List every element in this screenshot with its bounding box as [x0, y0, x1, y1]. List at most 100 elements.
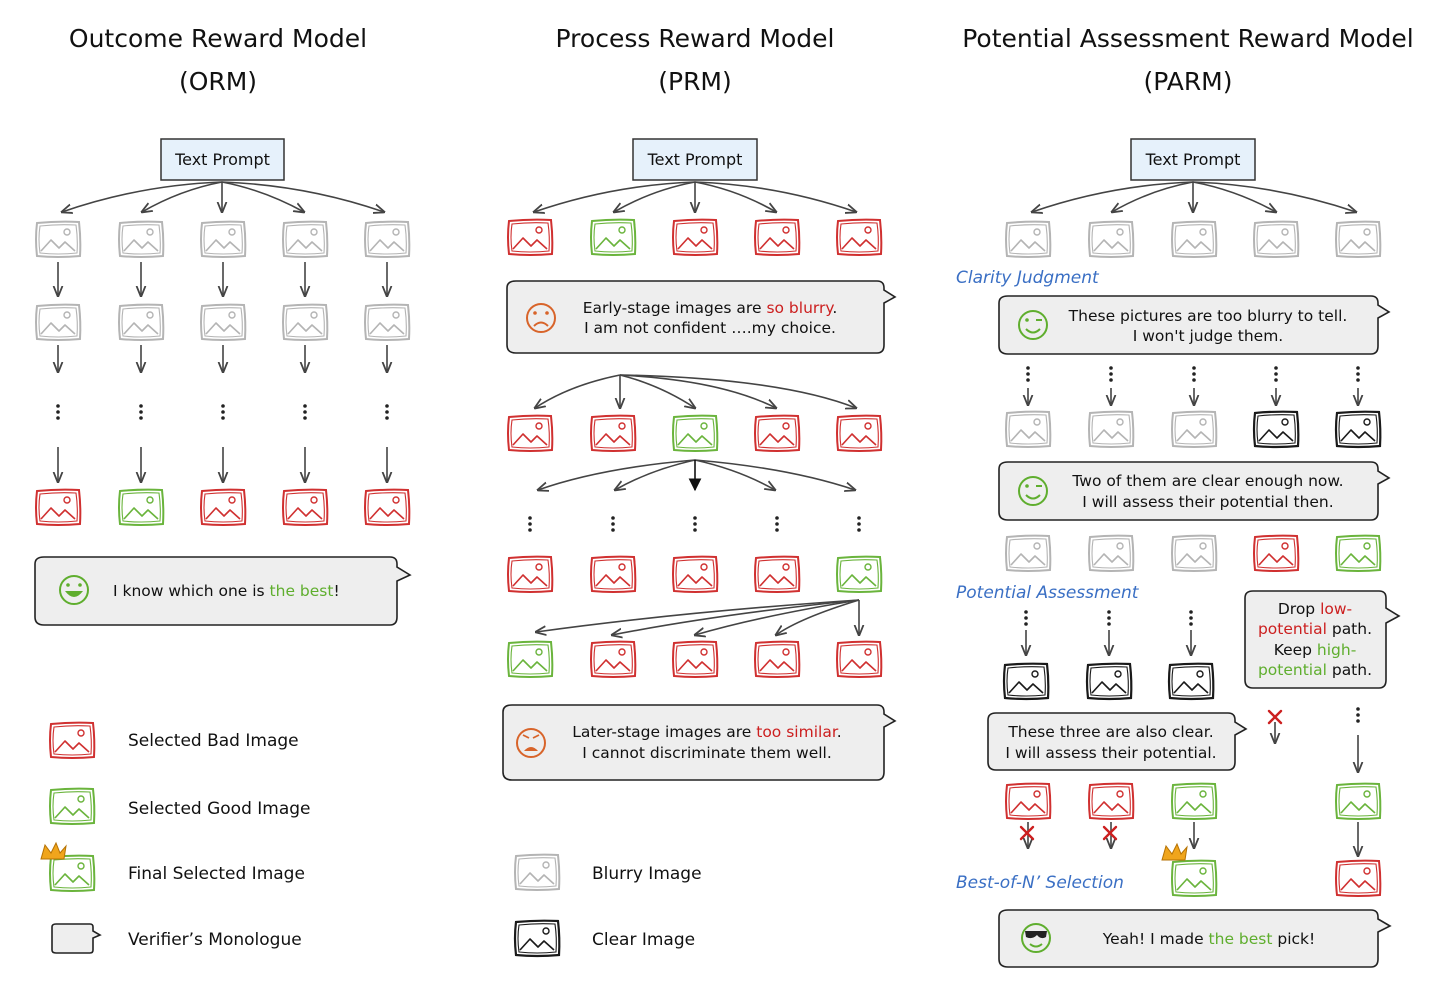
blurry-image-icon — [200, 303, 247, 341]
clear-image-icon — [1167, 662, 1215, 701]
parm-bubble-keep-line4: potential path. — [1258, 661, 1372, 679]
good-image-icon — [1171, 782, 1218, 820]
bad-image-icon — [282, 488, 329, 526]
parm-monologue-bubble-three: These three are also clear. I will asses… — [987, 712, 1248, 771]
parm-bubble-drop-line1: Drop low- — [1278, 600, 1352, 618]
bad-image-icon — [754, 218, 801, 256]
orm-title: Outcome Reward Model — [69, 24, 367, 53]
bad-image-icon — [364, 488, 411, 526]
cool-face-icon — [1021, 923, 1051, 953]
legend-label-final: Final Selected Image — [128, 864, 305, 884]
parm-bubble-blurry-line2: I won't judge them. — [1133, 327, 1283, 345]
blurry-image-icon — [118, 220, 165, 258]
good-image-icon — [836, 555, 883, 593]
bad-image-icon — [1005, 782, 1052, 820]
connector-arrows — [58, 181, 1358, 856]
legend-verifier-monologue-icon — [51, 923, 102, 954]
blurry-image-icon — [1171, 220, 1218, 258]
parm-subtitle: (PARM) — [1143, 67, 1232, 96]
blurry-image-icon — [35, 303, 82, 341]
blurry-image-icon — [1088, 410, 1135, 448]
clear-image-icon — [1252, 410, 1300, 449]
clear-image-icon — [1085, 662, 1133, 701]
prm-text-prompt-label: Text Prompt — [647, 150, 743, 169]
parm-dots — [1024, 366, 1360, 723]
blurry-image-icon — [1253, 220, 1300, 258]
prm-bubble-early-line2: I am not confident ….my choice. — [584, 319, 836, 337]
parm-bubble-blurry-line1: These pictures are too blurry to tell. — [1068, 307, 1348, 325]
legend-label-bad: Selected Bad Image — [128, 731, 299, 751]
orm-text-prompt-box: Text Prompt — [160, 138, 285, 181]
orm-monologue-bubble: I know which one is the best! — [34, 556, 412, 626]
orm-dots — [56, 404, 389, 420]
sad-face-icon — [526, 303, 556, 333]
clear-image-icon — [1334, 410, 1382, 449]
prm-monologue-bubble-late: Later-stage images are too similar. I ca… — [502, 704, 897, 781]
bad-image-icon — [754, 640, 801, 678]
bad-image-icon — [754, 414, 801, 452]
parm-bubble-drop-line2: potential path. — [1258, 620, 1372, 638]
stage-label-potential: Potential Assessment — [956, 583, 1140, 603]
good-image-icon — [49, 787, 96, 825]
good-image-icon — [1335, 782, 1382, 820]
parm-bubble-clear-line1: Two of them are clear enough now. — [1071, 472, 1343, 490]
prm-subtitle: (PRM) — [658, 67, 732, 96]
parm-monologue-bubble-blurry: These pictures are too blurry to tell. I… — [998, 295, 1391, 355]
prm-title: Process Reward Model — [556, 24, 835, 53]
bad-image-icon — [836, 640, 883, 678]
wink-face-icon — [1018, 310, 1048, 340]
wink-face-icon — [1018, 476, 1048, 506]
orm-subtitle: (ORM) — [179, 67, 257, 96]
good-image-icon — [507, 640, 554, 678]
blurry-image-icon — [1335, 220, 1382, 258]
legend-label-monologue: Verifier’s Monologue — [128, 930, 302, 950]
ellipsis-dots — [56, 366, 1360, 723]
bad-image-icon — [590, 555, 637, 593]
parm-monologue-bubble-drop-keep: Drop low- potential path. Keep high- pot… — [1244, 590, 1401, 689]
legend-label-good: Selected Good Image — [128, 799, 311, 819]
blurry-image-icon — [364, 303, 411, 341]
good-image-icon — [1171, 859, 1218, 897]
bad-image-icon — [754, 555, 801, 593]
clear-image-icon — [513, 919, 561, 958]
bad-image-icon — [200, 488, 247, 526]
parm-bubble-three-line1: These three are also clear. — [1007, 723, 1213, 741]
blurry-image-icon — [1005, 220, 1052, 258]
good-image-icon — [590, 218, 637, 256]
blurry-image-icon — [1171, 410, 1218, 448]
legend-label-blurry: Blurry Image — [592, 864, 702, 884]
blurry-image-icon — [1005, 534, 1052, 572]
clear-image-icon — [1002, 662, 1050, 701]
blurry-image-icon — [514, 853, 561, 891]
parm-bubble-best-text: Yeah! I made the best pick! — [1102, 930, 1316, 948]
cross-icons — [1019, 709, 1283, 841]
prm-dots — [528, 516, 861, 532]
bad-image-icon — [1088, 782, 1135, 820]
worried-face-icon — [516, 728, 546, 758]
orm-bubble-text: I know which one is the best! — [113, 582, 340, 600]
bad-image-icon — [590, 640, 637, 678]
bad-image-icon — [35, 488, 82, 526]
blurry-image-icon — [1171, 534, 1218, 572]
blurry-image-icon — [364, 220, 411, 258]
prm-bubble-early-line1: Early-stage images are so blurry. — [583, 299, 838, 317]
bad-image-icon — [507, 218, 554, 256]
good-image-icon — [1335, 534, 1382, 572]
blurry-image-icon — [200, 220, 247, 258]
blurry-image-icon — [282, 220, 329, 258]
bad-image-icon — [1253, 534, 1300, 572]
parm-bubble-three-line2: I will assess their potential. — [1005, 744, 1216, 762]
blurry-image-icon — [118, 303, 165, 341]
cross-icon — [1019, 825, 1035, 841]
parm-text-prompt-box: Text Prompt — [1130, 138, 1256, 181]
crown-icon — [40, 841, 67, 860]
parm-monologue-bubble-clear: Two of them are clear enough now. I will… — [998, 461, 1391, 521]
bad-image-icon — [836, 414, 883, 452]
image-icons — [35, 218, 1382, 958]
bad-image-icon — [672, 218, 719, 256]
prm-monologue-bubble-early: Early-stage images are so blurry. I am n… — [506, 280, 897, 354]
bad-image-icon — [1335, 859, 1382, 897]
parm-bubble-clear-line2: I will assess their potential then. — [1082, 493, 1333, 511]
prm-bubble-late-line1: Later-stage images are too similar. — [572, 723, 841, 741]
bad-image-icon — [672, 640, 719, 678]
